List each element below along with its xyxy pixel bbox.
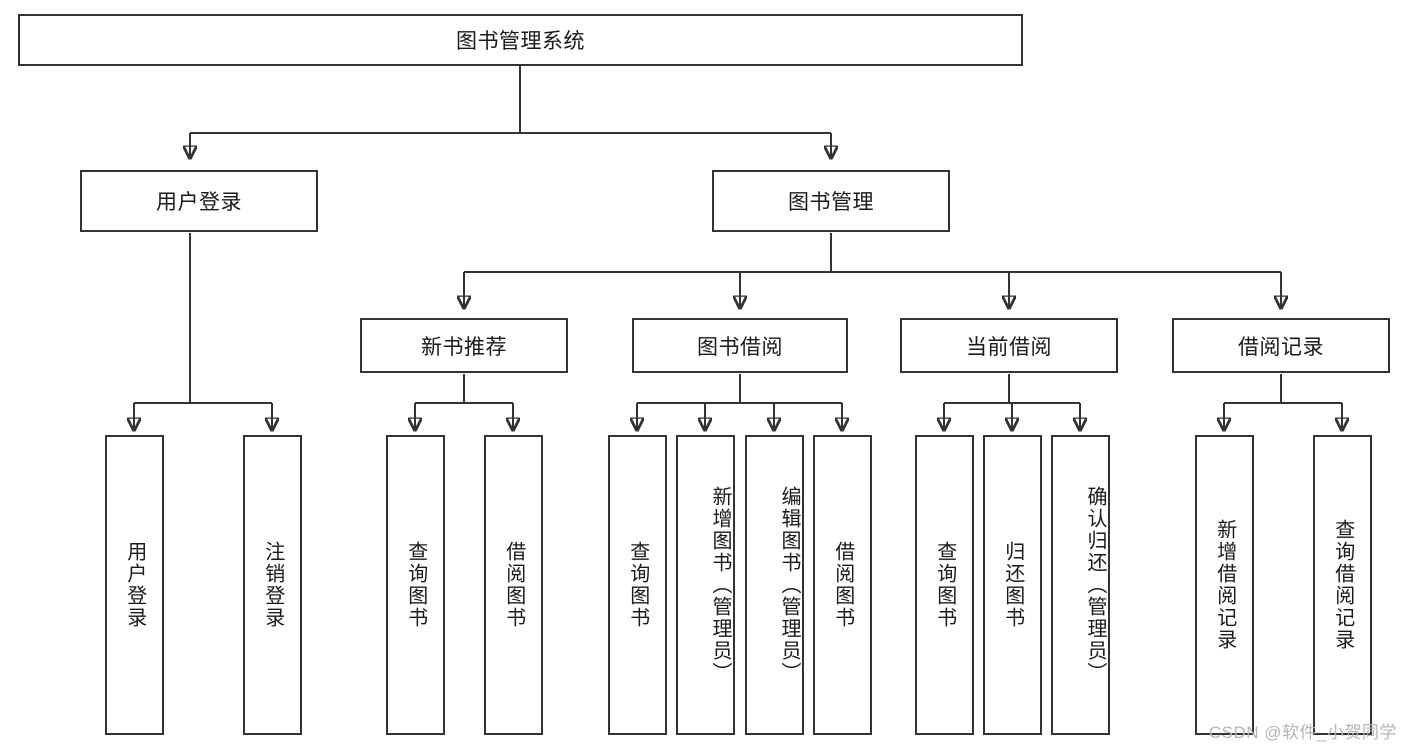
node-root[interactable]: 图书管理系统: [18, 14, 1023, 66]
leaf-query-book-1-label: 查询图书: [404, 541, 427, 629]
leaf-add-book[interactable]: 新增图书（管理员）: [676, 435, 735, 735]
node-current-borrow-label: 当前借阅: [966, 335, 1052, 359]
leaf-query-book-2-label: 查询图书: [626, 541, 649, 629]
watermark: CSDN @软件_小贺同学: [1208, 723, 1397, 742]
node-new-book-rec-label: 新书推荐: [421, 335, 507, 359]
leaf-add-record-label: 新增借阅记录: [1213, 519, 1236, 651]
leaf-add-book-label: 新增图书（管理员）: [709, 486, 731, 684]
leaf-add-record[interactable]: 新增借阅记录: [1195, 435, 1254, 735]
leaf-confirm-return[interactable]: 确认归还（管理员）: [1051, 435, 1110, 735]
leaf-return-book[interactable]: 归还图书: [983, 435, 1042, 735]
leaf-logout-login-label: 注销登录: [261, 541, 284, 629]
leaf-return-book-label: 归还图书: [1001, 541, 1024, 629]
leaf-edit-book-label: 编辑图书（管理员）: [778, 486, 800, 684]
node-borrow-record[interactable]: 借阅记录: [1172, 318, 1390, 373]
leaf-borrow-book-1-label: 借阅图书: [502, 541, 525, 629]
node-current-borrow[interactable]: 当前借阅: [900, 318, 1118, 373]
leaf-query-book-3[interactable]: 查询图书: [915, 435, 974, 735]
leaf-query-book-1[interactable]: 查询图书: [386, 435, 445, 735]
node-book-manage[interactable]: 图书管理: [712, 170, 950, 232]
node-user-login-label: 用户登录: [156, 191, 242, 214]
leaf-query-record-label: 查询借阅记录: [1331, 519, 1354, 651]
leaf-borrow-book-2[interactable]: 借阅图书: [813, 435, 872, 735]
leaf-user-login-label: 用户登录: [123, 541, 146, 629]
node-book-borrow[interactable]: 图书借阅: [632, 318, 848, 373]
node-book-borrow-label: 图书借阅: [697, 335, 783, 359]
leaf-edit-book[interactable]: 编辑图书（管理员）: [745, 435, 804, 735]
node-root-label: 图书管理系统: [456, 30, 585, 53]
node-new-book-rec[interactable]: 新书推荐: [360, 318, 568, 373]
node-user-login[interactable]: 用户登录: [80, 170, 318, 232]
leaf-query-record[interactable]: 查询借阅记录: [1313, 435, 1372, 735]
leaf-borrow-book-1[interactable]: 借阅图书: [484, 435, 543, 735]
leaf-logout-login[interactable]: 注销登录: [243, 435, 302, 735]
node-book-manage-label: 图书管理: [788, 191, 874, 214]
leaf-borrow-book-2-label: 借阅图书: [831, 541, 854, 629]
node-borrow-record-label: 借阅记录: [1238, 335, 1324, 359]
leaf-query-book-3-label: 查询图书: [933, 541, 956, 629]
leaf-query-book-2[interactable]: 查询图书: [608, 435, 667, 735]
leaf-confirm-return-label: 确认归还（管理员）: [1084, 486, 1106, 684]
leaf-user-login[interactable]: 用户登录: [105, 435, 164, 735]
